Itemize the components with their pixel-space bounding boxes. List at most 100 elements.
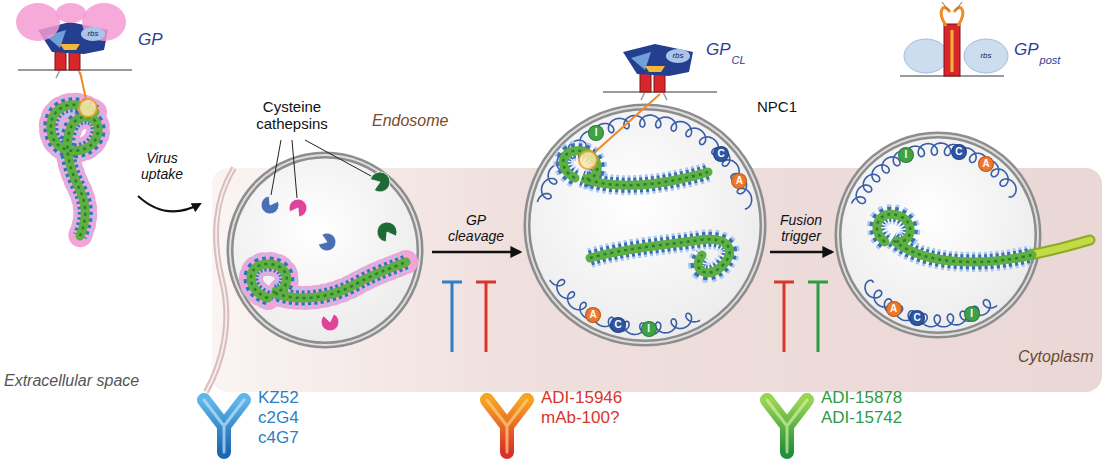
virion-spike [877,214,1032,262]
antibody-icon [487,400,527,452]
gp1-fragment [904,39,948,73]
cathepsin-enzyme [377,222,397,242]
fusion-loop [941,8,962,26]
fusion-tube [1030,240,1090,255]
callout-label: Cysteine cathepsins [250,98,334,133]
virion-spike [590,239,730,272]
protein-label: GP [1014,40,1039,60]
endosome [527,107,763,343]
gp-core [645,66,665,72]
domain-letter: I [964,306,980,322]
subscript-label: post [1040,54,1061,67]
subscript-label: CL [732,54,746,67]
antibody-icon [767,400,807,452]
binding-site [666,49,690,63]
protein-label: GP [706,40,731,60]
domain-letter: A [978,156,994,172]
gp-icon [16,3,132,78]
domain-letter: C [713,146,729,162]
antibody-name: KZ52 [258,388,299,408]
antibody-name: c4G7 [258,428,299,448]
endosome [230,155,420,345]
uptake-arrow [138,196,200,211]
domain-letter: I [588,125,604,141]
leader-line [595,94,660,152]
leader-line [305,140,371,176]
compartment-label: Endosome [372,112,449,130]
cathepsin-enzyme [321,314,339,331]
plasma-membrane [206,168,234,392]
fusion-loop [942,2,962,10]
glycan-cap [16,3,60,41]
virion-spike [590,239,730,272]
domain-letter: A [585,307,601,323]
npc1-receptor [550,280,700,335]
receptor-label: NPC1 [757,98,797,115]
virion-core [590,239,730,272]
glycan-cap [51,105,98,236]
domain-letter: A [731,173,747,189]
antibody-icon [767,400,807,452]
domain-letter: I [898,147,914,163]
inhibition-bar [808,282,828,352]
virion-core [877,214,1032,262]
gp1-fragment [964,39,1008,73]
glycan-cap [56,3,86,23]
fusion-tube [1030,240,1090,255]
virion-core [563,151,708,186]
npc1-receptor [865,280,997,326]
step-arrow [432,251,520,253]
step-label: Fusion trigger [768,212,834,244]
cathepsin-enzyme [289,199,307,217]
highlight-ring [79,99,97,117]
site-label: rbs [672,51,683,60]
leader-line [80,72,86,99]
gp-core [951,30,954,72]
virion-spike [51,105,98,236]
virion-spike [563,151,708,186]
plasma-membrane [206,168,234,392]
virion-core [251,262,406,298]
cathepsin-enzyme [318,233,336,251]
antibody-name: mAb-100? [541,408,619,428]
leader-line [271,140,281,195]
endosome-membrane [230,155,420,345]
domain-letter: C [951,144,967,160]
antibody-name: ADI-15742 [821,408,902,428]
antibody-name: ADI-15878 [821,388,902,408]
gppost-icon [900,2,1008,76]
binding-site [81,27,105,41]
inhibition-bar [774,282,794,352]
step-label: GP cleavage [441,212,511,244]
virion-core [251,262,406,298]
membrane-anchor [56,70,82,78]
virion-core [563,151,708,186]
step-arrow [770,251,832,253]
region-label: Extracellular space [4,372,139,390]
gpcl-icon [603,44,717,100]
virion-spike [877,214,1032,262]
inhibition-bar [442,282,462,352]
domain-letter: C [610,317,626,333]
protein-label: GP [138,30,163,50]
virion-spike [51,105,98,236]
virion-spike [563,151,708,186]
gp1-head [623,44,693,76]
site-label: rbs [980,51,991,60]
npc1-receptor [537,115,751,209]
virion-core [51,105,98,236]
endosome-membrane [527,107,763,343]
region-label: Cytoplasm [1018,348,1094,366]
virion-core [51,105,98,236]
site-label: rbs [87,29,98,38]
highlight-ring [579,151,597,169]
glycan-cap [251,262,406,298]
gp2-stalk [944,24,960,76]
endosome-membrane [838,135,1038,335]
antibody-icon [487,400,527,452]
antibody-name: c2G4 [258,408,299,428]
cathepsin-enzyme [261,196,279,214]
domain-letter: C [909,310,925,326]
